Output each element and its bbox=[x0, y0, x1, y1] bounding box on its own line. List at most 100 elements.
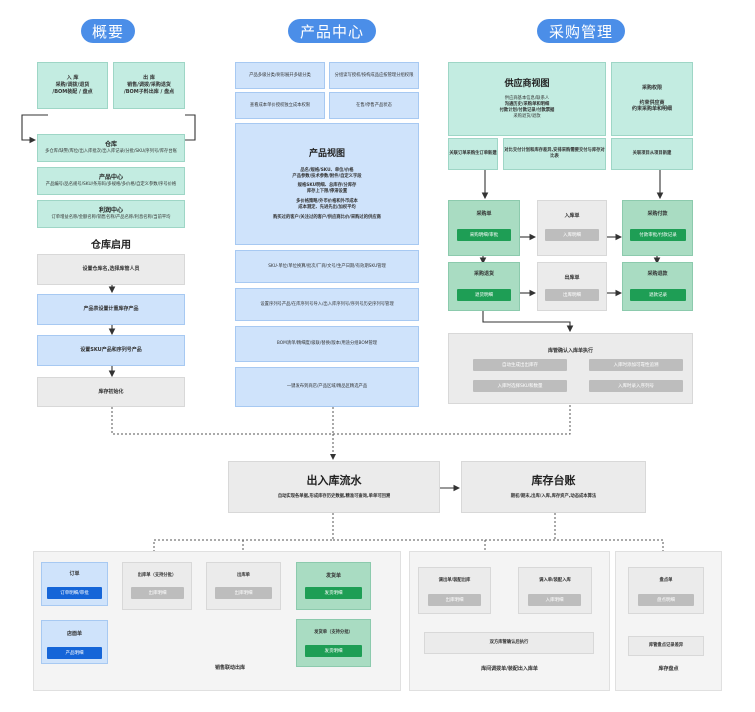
outbound-batch-box: 出库单（支持分批） bbox=[122, 562, 192, 610]
sales-section-label: 销售联动出库 bbox=[214, 665, 245, 671]
product-center-header: 产品中心 bbox=[288, 19, 376, 43]
stocktake-confirm-label: 库管盘点记录差异 bbox=[648, 643, 684, 649]
purchase-refund-box: 采购退款 bbox=[622, 262, 693, 311]
stocktake-detail-button[interactable]: 盘点明细 bbox=[638, 594, 694, 606]
purchase-return-box: 采购退货 bbox=[448, 262, 520, 311]
manager-btn-auto[interactable]: 自动生成出出库存 bbox=[473, 359, 567, 371]
overview-header-label: 概要 bbox=[91, 22, 124, 41]
stocktake-section-label: 库存盘点 bbox=[658, 666, 679, 672]
transfer-out-detail-button[interactable]: 出库明细 bbox=[428, 594, 481, 606]
sv-line-1: 供应商基本信息/联系人 bbox=[504, 96, 550, 102]
profit-title: 利润中心 bbox=[98, 207, 123, 215]
sales-order-detail-button[interactable]: 订单明细/审批 bbox=[47, 587, 102, 599]
purchase-inbound-detail-button[interactable]: 入库明细 bbox=[545, 229, 599, 241]
pv-line-5: 多价格策略/外币价格和外币成本 bbox=[296, 198, 358, 204]
supplier-view-title: 供应商视图 bbox=[504, 79, 550, 90]
shipment-box: 发货单 bbox=[296, 562, 371, 610]
purchase-inbound-box: 入库单 bbox=[537, 200, 607, 256]
io-flow-title: 出入库流水 bbox=[306, 474, 362, 488]
shipment-detail-button[interactable]: 发货明细 bbox=[305, 587, 362, 599]
purchase-permission-title: 采购权限 bbox=[641, 84, 662, 91]
product-desc: 产品编号/品名规号/SKU/条形码/多规格/多价格/自定义参数/序号价格 bbox=[45, 182, 177, 188]
pc-top-4: 在售/停售产品状态 bbox=[356, 102, 392, 108]
pp-line-2: 约束采购单和明细 bbox=[631, 106, 672, 113]
pc-row-4: 一键发布到商店/产品区域/精品区精选产品 bbox=[286, 384, 368, 390]
pv-line-3: 规格SKU明细、总库存/分库存 bbox=[297, 183, 357, 189]
product-box: 产品中心 产品编号/品名规号/SKU/条形码/多规格/多价格/自定义参数/序号价… bbox=[37, 167, 185, 195]
manager-btn-serial[interactable]: 入库时录入序列号 bbox=[589, 380, 683, 392]
stocktake-box: 盘点单 bbox=[628, 567, 704, 614]
transfer-out-title: 调出单/装配出库 bbox=[438, 578, 471, 583]
purchase-order-title: 采购单 bbox=[476, 211, 492, 217]
pc-cost-permission: 查看成本单价授权独立成本权限 bbox=[235, 92, 325, 119]
purchase-outbound-detail-button[interactable]: 出库明细 bbox=[545, 289, 599, 301]
product-center-header-label: 产品中心 bbox=[299, 22, 364, 41]
pc-sale-status: 在售/停售产品状态 bbox=[329, 92, 419, 119]
step-3-label: 设置SKU产品和序列号产品 bbox=[80, 347, 142, 354]
pv-line-7: 购买过的客户/关注过的客户/供应商比价/采购过的供应商 bbox=[273, 214, 381, 220]
sales-order-box: 订单 bbox=[41, 562, 108, 606]
shipment-batch-detail-button[interactable]: 发货明细 bbox=[305, 645, 362, 657]
io-flow-box: 出入库流水 自动实现各单据,形成库存历史数据,精准可查询,单单可回溯 bbox=[228, 461, 440, 513]
purchase-header: 采购管理 bbox=[537, 19, 625, 43]
step-1-label: 设置仓库名,选择库管人员 bbox=[82, 266, 140, 273]
store-order-detail-button[interactable]: 产品明细 bbox=[47, 647, 102, 659]
purchase-payment-detail-button[interactable]: 付款审批/付款记录 bbox=[630, 229, 686, 241]
transfer-section-label: 库间调拨单/装配出入库单 bbox=[481, 666, 538, 672]
shipment-title: 发货单 bbox=[325, 573, 341, 579]
manager-btn-sku[interactable]: 入库时选择SKU和数量 bbox=[473, 380, 567, 392]
product-view-title: 产品视图 bbox=[308, 148, 345, 159]
warehouse-desc: 多仓库/缺警/库位/出入库批次/出入库记录/分批/SKU/序列号/库存台账 bbox=[45, 149, 177, 155]
pv-line-6: 成本测定、先进先出/加权平均 bbox=[298, 204, 356, 210]
pm-mid-1: 关联订单采购生订单新建 bbox=[449, 151, 497, 157]
pm-link-order: 关联订单采购生订单新建 bbox=[448, 138, 498, 170]
purchase-refund-detail-button[interactable]: 退款记录 bbox=[630, 289, 686, 301]
step-inventory-init: 库存初始化 bbox=[37, 377, 185, 407]
pm-delivery-compare: 对比交付计划和库存差异,安排采购需要交付与库存对比表 bbox=[503, 138, 606, 170]
pm-link-project: 关联项目从项目新建 bbox=[611, 138, 693, 170]
purchase-order-detail-button[interactable]: 采购明细/审批 bbox=[457, 229, 511, 241]
transfer-out-box: 调出单/装配出库 bbox=[418, 567, 491, 614]
store-order-title: 店面单 bbox=[66, 631, 82, 637]
pv-line-1: 品名/规格/SKU、单位/价格 bbox=[300, 167, 354, 173]
purchase-return-detail-button[interactable]: 退货明细 bbox=[457, 289, 511, 301]
purchase-outbound-title: 出库单 bbox=[564, 275, 580, 281]
profit-desc: 订单增益名称/金额名称/销售名称/产品名称/利息名称/当前平均 bbox=[51, 215, 171, 221]
transfer-confirm-label: 双方库管确认后执行 bbox=[489, 640, 529, 646]
product-view-box: 产品视图 品名/规格/SKU、单位/价格 产品参数/技术参数/附件/自定义字段 … bbox=[235, 123, 419, 245]
pc-sku-management: SKU-单位/单位换算/批次/厂商/文号/生产日期/有效期SKU管理 bbox=[235, 250, 419, 283]
transfer-in-detail-button[interactable]: 入库明细 bbox=[528, 594, 581, 606]
product-title: 产品中心 bbox=[98, 174, 123, 182]
purchase-outbound-box: 出库单 bbox=[537, 262, 607, 311]
sales-outbound-detail-button[interactable]: 出库明细 bbox=[215, 587, 272, 599]
pc-row-2: 设置序列号产品/在库序列号导入/出入库序列号/序列号历史序列号管理 bbox=[260, 301, 394, 307]
sales-outbound-title: 出库单 bbox=[237, 573, 250, 578]
pp-line-1: 约束供应商 bbox=[639, 99, 665, 106]
pc-row-3: BOM清单/精细度/级联/替换/版本/用途分组BOM管理 bbox=[276, 341, 378, 347]
sv-line-2: 沟通历史/采购单和明细 bbox=[504, 102, 550, 108]
step-inventory-products: 产品表设置计重库存产品 bbox=[37, 294, 185, 325]
step-4-label: 库存初始化 bbox=[98, 388, 124, 395]
transfer-confirm-box: 双方库管确认后执行 bbox=[424, 632, 594, 654]
sales-order-title: 订单 bbox=[69, 571, 80, 577]
pm-mid-2: 对比交付计划和库存差异,安排采购需要交付与库存对比表 bbox=[504, 148, 605, 159]
outbound-batch-detail-button[interactable]: 出库明细 bbox=[131, 587, 184, 599]
purchase-refund-title: 采购退款 bbox=[647, 271, 668, 277]
outbound-box: 出 库 销售/调拨/采购退货 /BOM子料出库 / 盘点 bbox=[113, 62, 185, 109]
io-flow-desc: 自动实现各单据,形成库存历史数据,精准可查询,单单可回溯 bbox=[277, 494, 391, 500]
sv-line-4: 采购退货/退款 bbox=[513, 113, 541, 119]
manager-btn-trace[interactable]: 入库时添加可靠性追溯 bbox=[589, 359, 683, 371]
inbound-line1: 采购/调拨/退货 bbox=[55, 82, 90, 89]
ledger-desc: 期初/期末,出库/入库,库存资产,动态成本算法 bbox=[510, 494, 597, 500]
pc-top-2: 分组读写授权/按构成品应按管理分组权限 bbox=[334, 72, 414, 78]
step-set-warehouse: 设置仓库名,选择库管人员 bbox=[37, 254, 185, 285]
transfer-in-box: 调入单/装配入库 bbox=[518, 567, 592, 614]
purchase-order-box: 采购单 bbox=[448, 200, 520, 256]
outbound-title: 出 库 bbox=[143, 75, 155, 82]
step-sku-serial: 设置SKU产品和序列号产品 bbox=[37, 335, 185, 366]
ledger-box: 库存台账 期初/期末,出库/入库,库存资产,动态成本算法 bbox=[461, 461, 646, 513]
manager-confirm-title: 库管确认入库单执行 bbox=[547, 348, 593, 354]
purchase-payment-box: 采购付款 bbox=[622, 200, 693, 256]
pc-publish-store: 一键发布到商店/产品区域/精品区精选产品 bbox=[235, 367, 419, 407]
warehouse-box: 仓库 多仓库/缺警/库位/出入库批次/出入库记录/分批/SKU/序列号/库存台账 bbox=[37, 134, 185, 162]
